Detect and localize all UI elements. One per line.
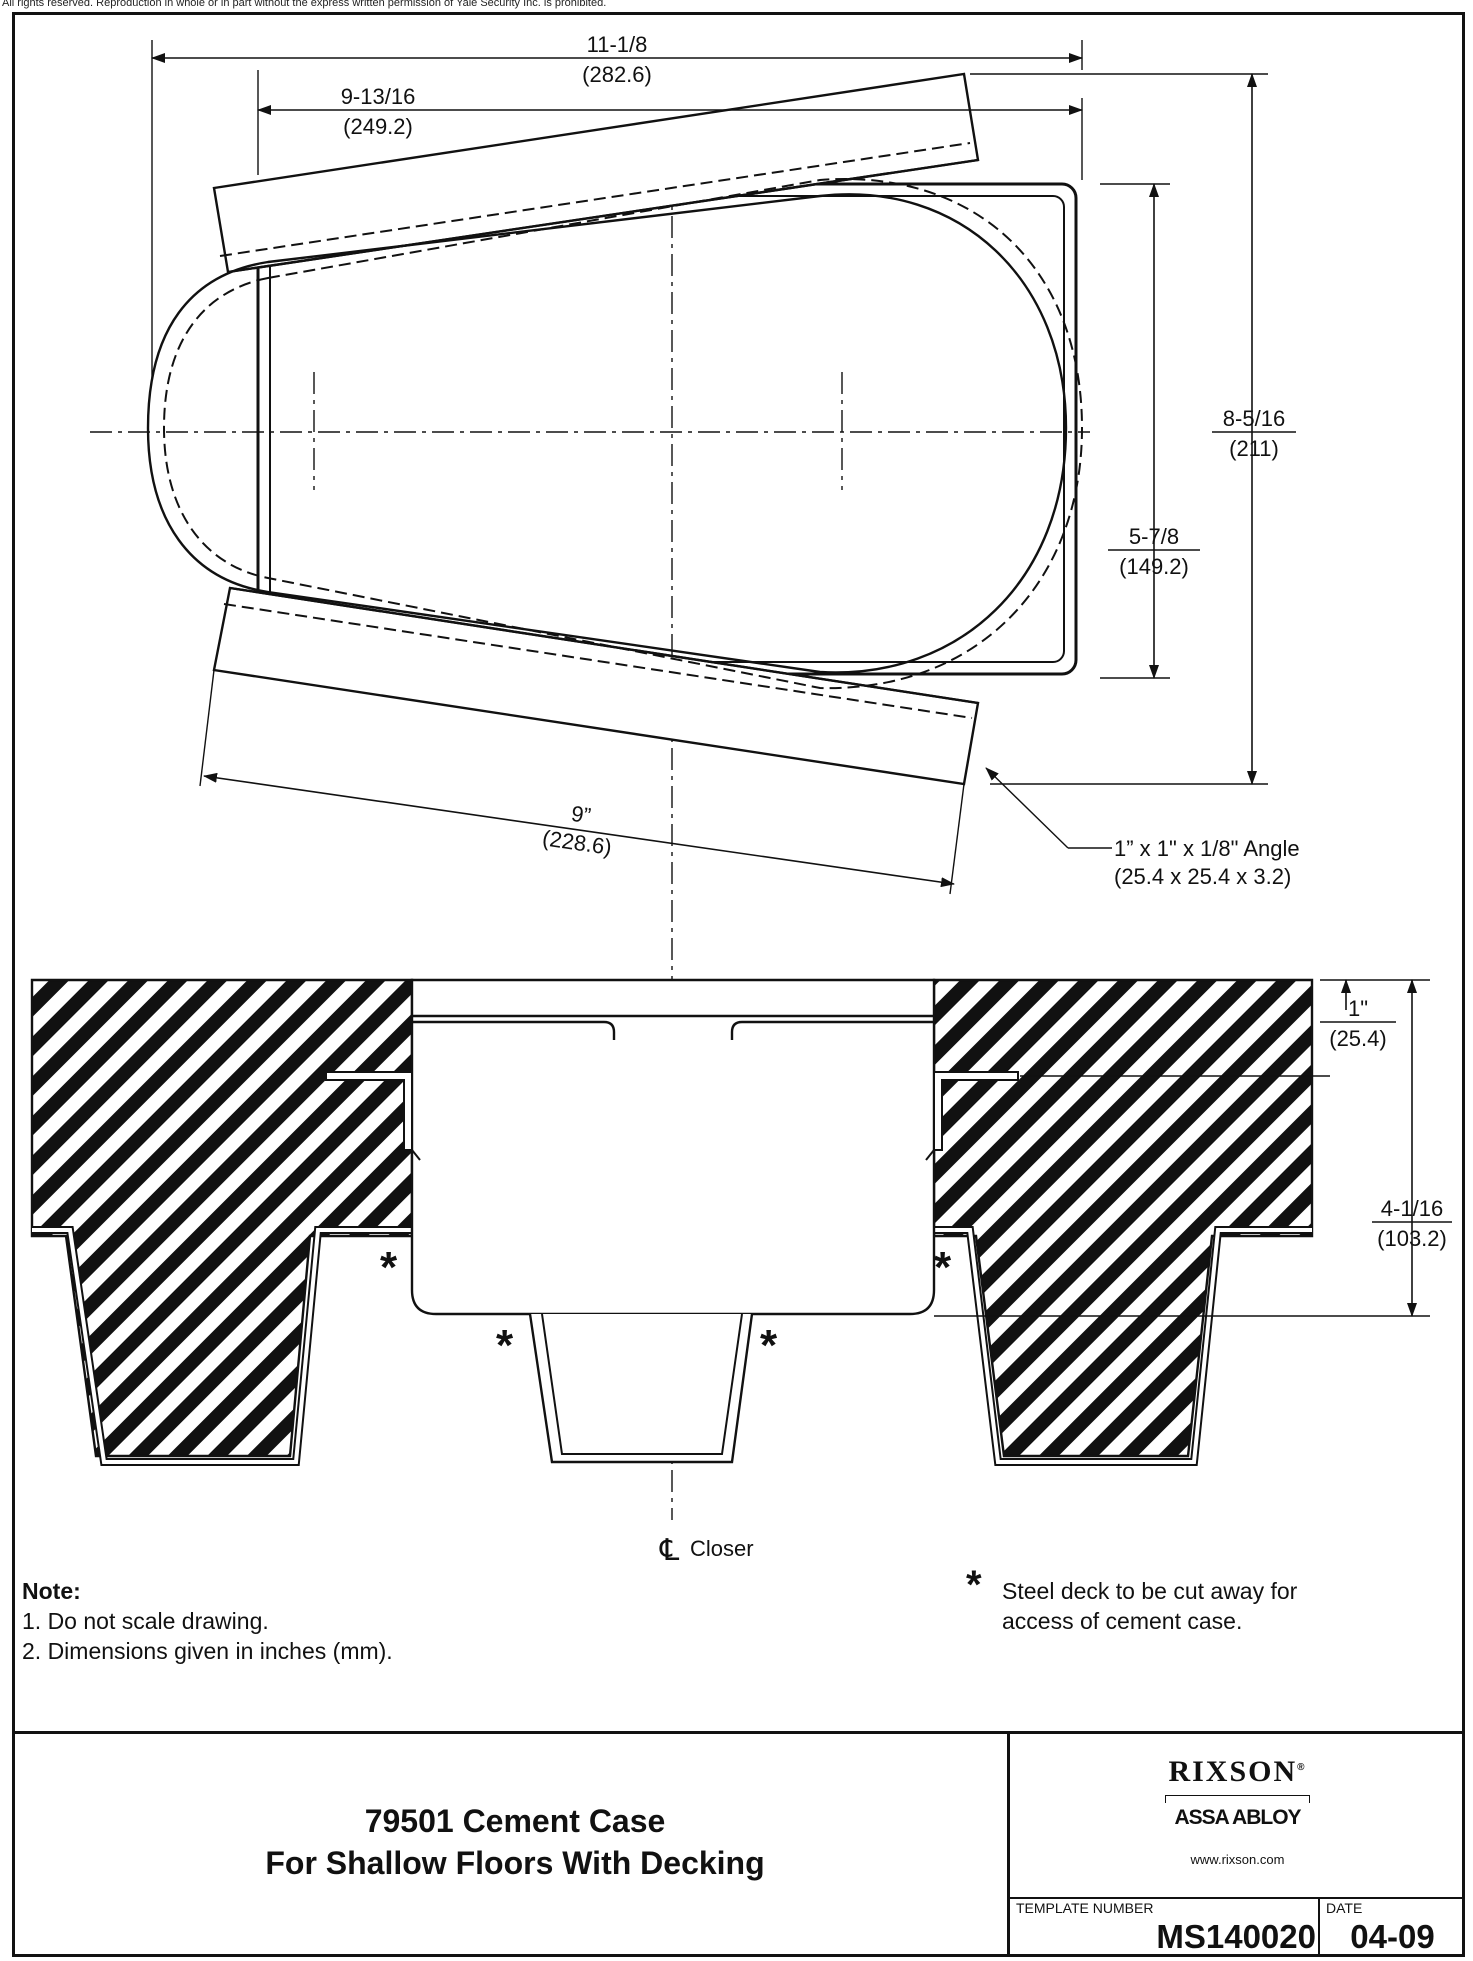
case-outline-inner — [269, 195, 1065, 663]
dim-inner-height-mm: (149.2) — [1119, 554, 1189, 579]
angle-leader — [985, 767, 1069, 849]
case-body — [410, 978, 936, 1316]
asterisk-lower-left: * — [496, 1321, 514, 1370]
dim-inner-height-in: 5-7/8 — [1129, 524, 1179, 549]
asterisk-right: * — [934, 1243, 952, 1292]
concrete-right — [932, 978, 1314, 1458]
asterisk-left: * — [380, 1243, 398, 1292]
deck-left-inner — [32, 1228, 412, 1464]
dim-overall-height-mm: (211) — [1229, 436, 1279, 461]
deck-right-inner — [934, 1228, 1312, 1464]
angle-bar-bottom-hidden — [223, 603, 973, 719]
date-label: DATE — [1326, 1900, 1363, 1916]
deck-note-asterisk: * — [966, 1563, 982, 1607]
logo-bracket — [1165, 1795, 1310, 1803]
registered-mark: ® — [1297, 1762, 1307, 1773]
dimension-text: 11-1/8 (282.6) 9-13/16 (249.2) 8-5/16 (2… — [341, 32, 1452, 1568]
dim-depth-total-mm: (103.2) — [1377, 1226, 1447, 1251]
angle-flange-left — [325, 1071, 413, 1151]
title-block-divider — [1318, 1897, 1320, 1957]
rixson-logo: RIXSON® — [1010, 1755, 1465, 1789]
centerline-symbol: ℄ — [659, 1533, 679, 1568]
notes-heading: Note: — [22, 1578, 81, 1604]
section-view — [30, 978, 1430, 1466]
assa-abloy-logo: ASSA ABLOY — [1174, 1806, 1301, 1829]
dim-depth-total-in: 4-1/16 — [1381, 1196, 1443, 1221]
dim-line-angle-length — [203, 772, 955, 888]
drawing-sheet-border — [12, 12, 1465, 1957]
dim-depth-top-in: 1" — [1348, 996, 1368, 1021]
angle-callout-line2: (25.4 x 25.4 x 3.2) — [1114, 864, 1291, 889]
dim-overall-height-in: 8-5/16 — [1223, 406, 1285, 431]
deck-note-text: Steel deck to be cut away for access of … — [1002, 1578, 1298, 1634]
dim-inner-width-mm: (249.2) — [343, 114, 413, 139]
technical-drawing: 11-1/8 (282.6) 9-13/16 (249.2) 8-5/16 (2… — [30, 32, 1452, 1568]
drawing-title: 79501 Cement Case For Shallow Floors Wit… — [20, 1800, 1010, 1884]
dim-overall-width-mm: (282.6) — [582, 62, 652, 87]
note-item: 1. Do not scale drawing. — [22, 1608, 269, 1634]
dim-angle-length-in: 9” — [570, 801, 593, 829]
case-lip-right — [730, 1020, 934, 1040]
dim-depth-top-mm: (25.4) — [1329, 1026, 1386, 1051]
arm-sweep-dashed — [162, 178, 1084, 690]
title-block-divider — [1007, 1897, 1465, 1899]
copyright-notice: All rights reserved. Reproduction in who… — [2, 0, 607, 9]
centerline-label: Closer — [690, 1536, 754, 1561]
title-block-divider — [1007, 1731, 1010, 1957]
case-lip-left — [412, 1020, 616, 1040]
title-line-1: 79501 Cement Case — [364, 1803, 666, 1839]
asterisk-lower-right: * — [760, 1321, 778, 1370]
template-number-label: TEMPLATE NUMBER — [1016, 1900, 1154, 1916]
website-url: www.rixson.com — [1190, 1852, 1285, 1867]
lower-box — [528, 1313, 754, 1464]
dim-angle-length-mm: (228.6) — [541, 825, 614, 860]
note-item: 2. Dimensions given in inches (mm). — [22, 1638, 393, 1664]
brand-name: RIXSON — [1168, 1755, 1298, 1788]
template-number: MS140020 — [1156, 1918, 1316, 1955]
dim-overall-width-in: 11-1/8 — [587, 32, 648, 57]
title-block — [12, 1731, 1465, 1957]
date-value: 04-09 — [1350, 1918, 1435, 1955]
angle-callout-line1: 1” x 1" x 1/8" Angle — [1114, 836, 1300, 861]
notes-block: Note: 1. Do not scale drawing. 2. Dimens… — [22, 1576, 393, 1666]
deck-note: * Steel deck to be cut away for access o… — [966, 1565, 1362, 1636]
dim-inner-width-in: 9-13/16 — [341, 84, 416, 109]
angle-bar-top-hidden — [219, 142, 971, 257]
title-line-2: For Shallow Floors With Decking — [265, 1845, 765, 1881]
plan-view — [90, 40, 1268, 1520]
angle-bar-top — [212, 72, 980, 274]
